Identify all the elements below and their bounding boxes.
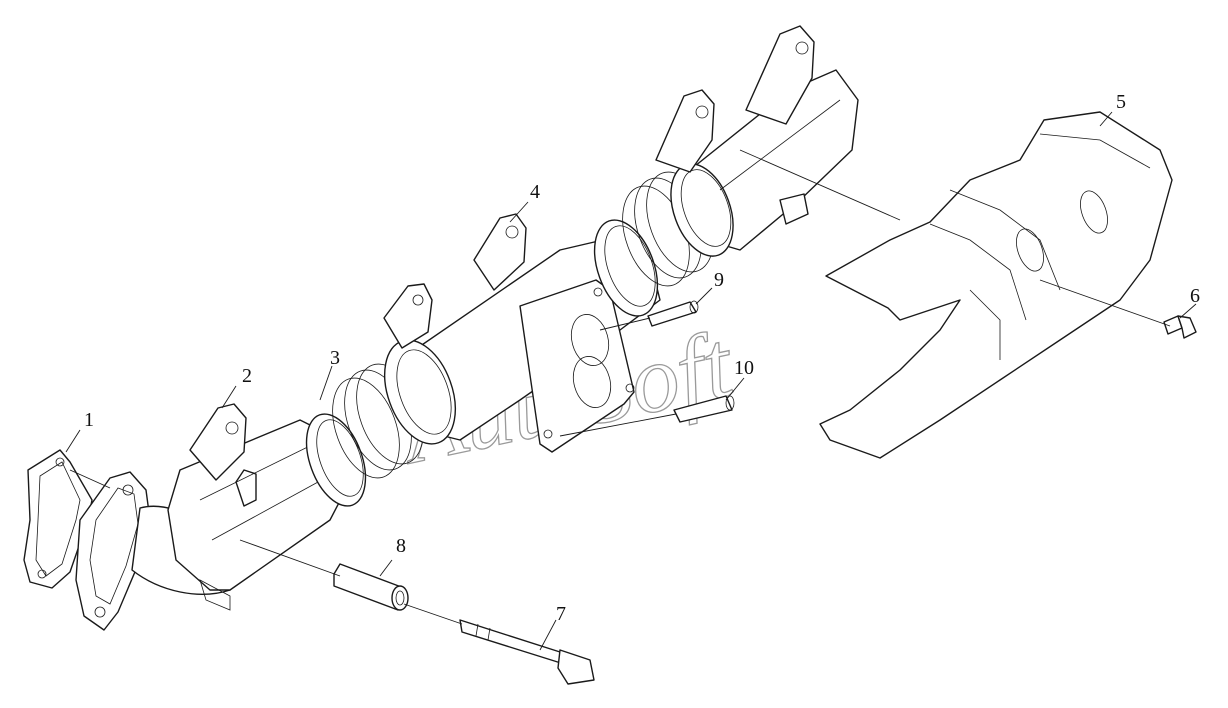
part-bolt-small [1163, 315, 1197, 339]
callout-3: 3 [330, 347, 340, 369]
part-middle-manifold [383, 213, 661, 453]
part-rear-manifold [655, 25, 859, 257]
callouts: 1 2 3 4 5 6 7 8 9 10 [84, 91, 1200, 625]
callout-7: 7 [556, 603, 566, 625]
leader-lines [65, 111, 1197, 651]
callout-6: 6 [1190, 285, 1200, 307]
callout-10: 10 [734, 357, 754, 379]
part-long-bolt [459, 619, 595, 685]
callout-1: 1 [84, 409, 94, 431]
part-stud-10 [673, 395, 735, 423]
part-stud-9 [647, 300, 699, 327]
callout-4: 4 [530, 181, 540, 203]
part-gasket [23, 449, 93, 589]
callout-9: 9 [714, 269, 724, 291]
part-heat-shield [819, 111, 1173, 459]
callout-5: 5 [1116, 91, 1126, 113]
callout-8: 8 [396, 535, 406, 557]
callout-2: 2 [242, 365, 252, 387]
part-front-manifold [75, 403, 367, 631]
part-sleeve [333, 563, 409, 611]
